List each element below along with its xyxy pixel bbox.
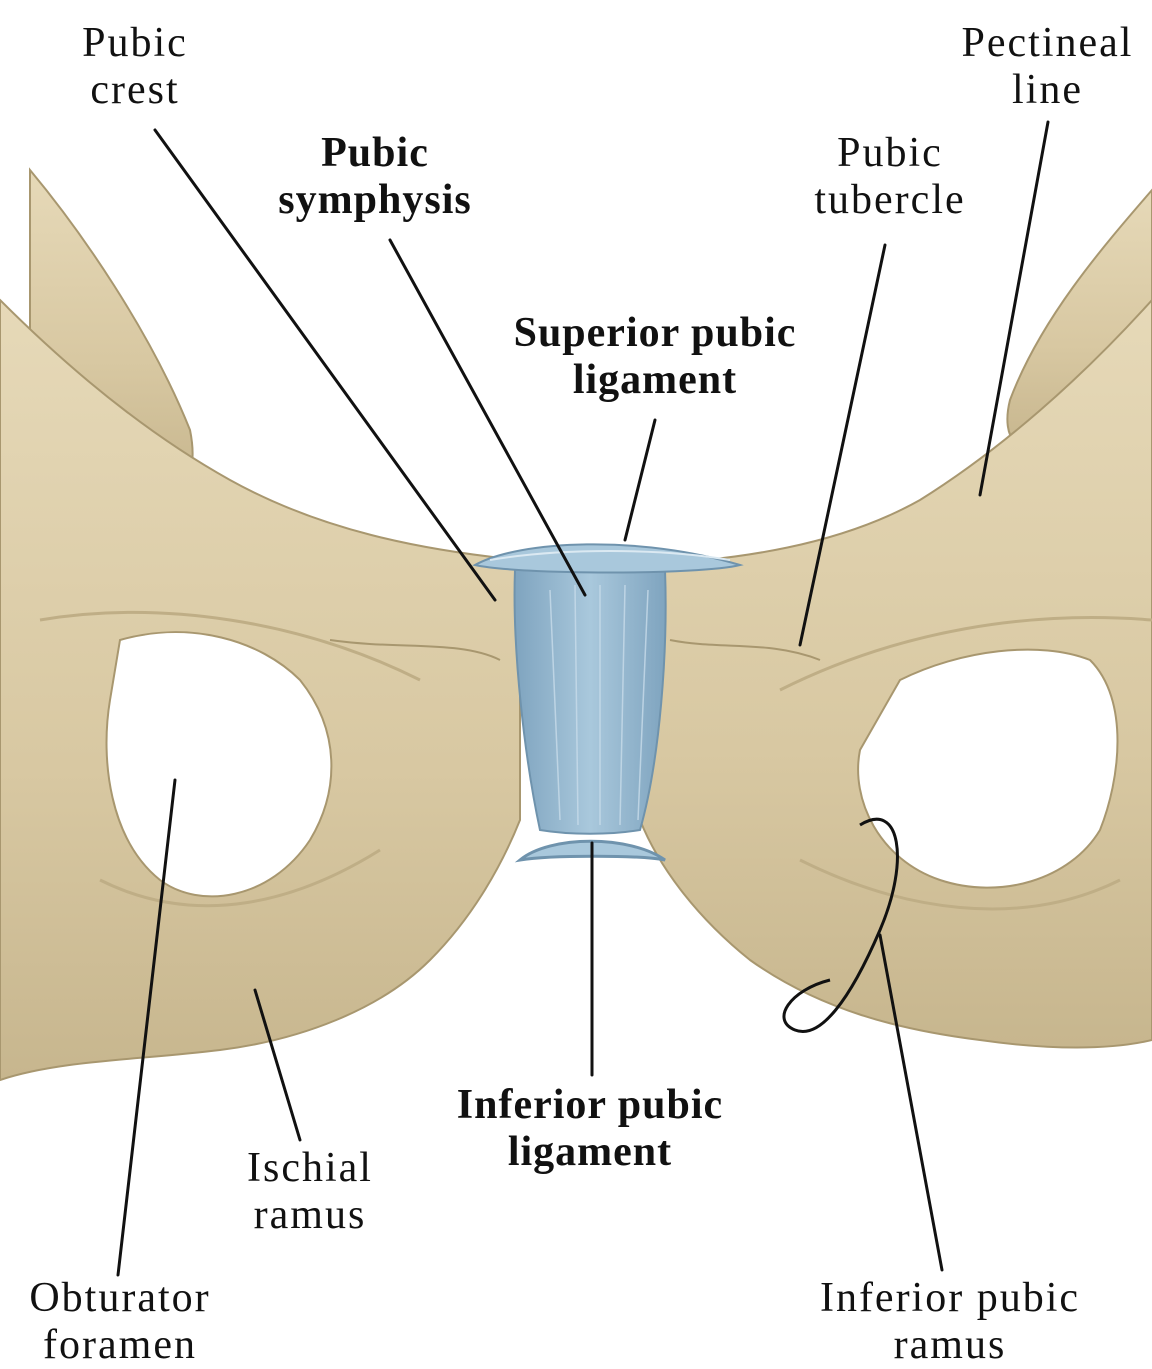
label-pectineal-line: Pectineal line <box>945 20 1150 114</box>
label-line: Ischial <box>225 1145 395 1192</box>
label-line: ligament <box>495 357 815 404</box>
label-line: ramus <box>800 1322 1100 1369</box>
label-line: Inferior pubic <box>800 1275 1100 1322</box>
label-line: ligament <box>435 1129 745 1176</box>
label-line: Inferior pubic <box>435 1082 745 1129</box>
label-superior-pubic-ligament: Superior pubic ligament <box>495 310 815 404</box>
label-obturator-foramen: Obturator foramen <box>10 1275 230 1369</box>
superior-ligament-band <box>475 544 740 572</box>
label-inferior-pubic-ligament: Inferior pubic ligament <box>435 1082 745 1176</box>
label-line: Pubic <box>255 130 495 177</box>
leader-pubic-symphysis <box>390 240 585 595</box>
label-pubic-tubercle: Pubic tubercle <box>795 130 985 224</box>
label-line: ramus <box>225 1192 395 1239</box>
label-line: crest <box>60 67 210 114</box>
leader-superior-ligament <box>625 420 655 540</box>
label-line: Pectineal <box>945 20 1150 67</box>
label-line: Superior pubic <box>495 310 815 357</box>
left-hip-bone <box>0 170 520 1080</box>
label-line: symphysis <box>255 177 495 224</box>
label-line: line <box>945 67 1150 114</box>
label-pubic-crest: Pubic crest <box>60 20 210 114</box>
label-pubic-symphysis: Pubic symphysis <box>255 130 495 224</box>
label-line: Pubic <box>795 130 985 177</box>
label-ischial-ramus: Ischial ramus <box>225 1145 395 1239</box>
label-line: Obturator <box>10 1275 230 1322</box>
label-inferior-pubic-ramus: Inferior pubic ramus <box>800 1275 1100 1369</box>
label-line: tubercle <box>795 177 985 224</box>
label-line: foramen <box>10 1322 230 1369</box>
label-line: Pubic <box>60 20 210 67</box>
